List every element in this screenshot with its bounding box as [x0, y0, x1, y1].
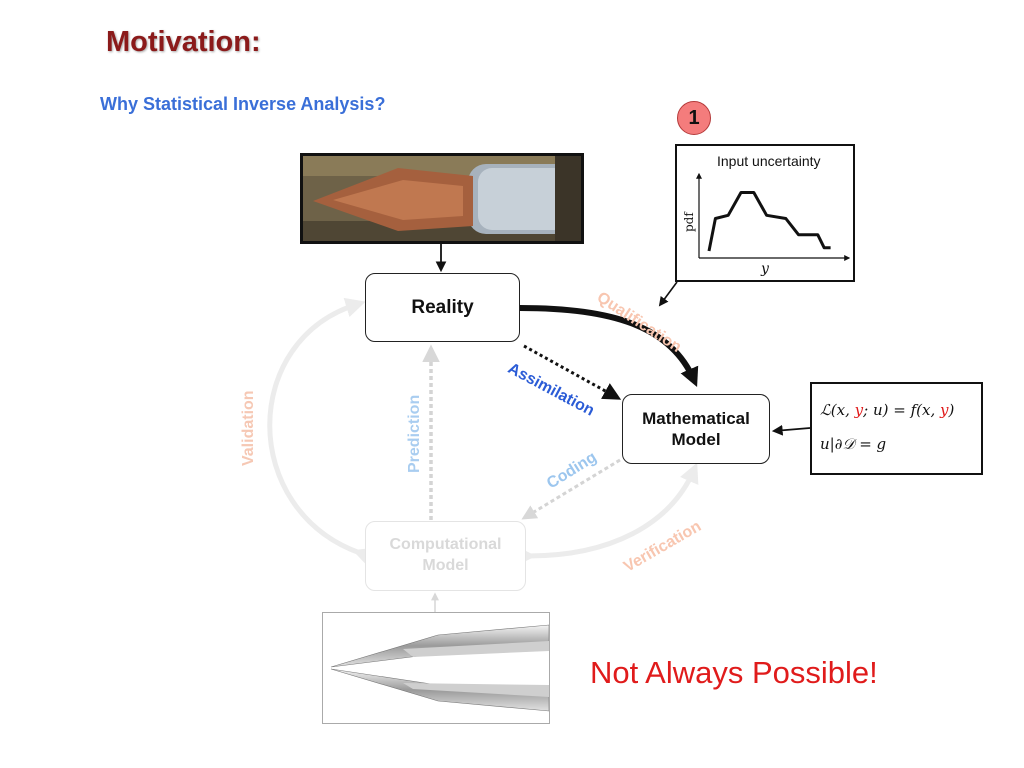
computational-model-node-label: Computational Model [389, 536, 502, 574]
arrow-validation [267, 297, 375, 567]
not-always-possible-callout: Not Always Possible! [590, 655, 878, 690]
mathematical-model-node: Mathematical Model [622, 394, 770, 464]
arrow-equation-to-math [771, 424, 811, 436]
reality-node: Reality [365, 273, 520, 342]
cfd-rendering [322, 612, 550, 724]
edge-label-validation: Validation [240, 390, 257, 466]
pdf-plot-x-label: y [760, 261, 770, 277]
edge-label-prediction: Prediction [406, 394, 423, 473]
equation-line-1-y2: y [939, 401, 949, 419]
input-uncertainty-title: Input uncertainty [717, 153, 821, 169]
equation-line-1-suffix: ) [948, 401, 955, 419]
pdf-curve [707, 191, 831, 252]
equation-line-1-prefix: ℒ(x, [820, 401, 855, 419]
reality-photo [300, 153, 584, 244]
cfd-rendering-image [330, 624, 549, 712]
equation-line-1-y: y [854, 401, 864, 419]
reality-node-label: Reality [411, 296, 474, 318]
computational-model-node: Computational Model [365, 521, 526, 591]
equation-line-1-mid: ; u) = f(x, [863, 401, 940, 419]
equation-line-1: ℒ(x, y; u) = f(x, y) [820, 401, 954, 419]
slide-subtitle: Why Statistical Inverse Analysis? [100, 94, 386, 114]
mathematical-model-node-label: Mathematical Model [642, 408, 750, 449]
equation-line-2: u|∂𝒟 = g [820, 435, 887, 453]
reality-photo-image [303, 156, 581, 241]
arrow-verification [515, 462, 699, 567]
slide-title: Motivation: [106, 26, 261, 58]
equation-panel: ℒ(x, y; u) = f(x, y) u|∂𝒟 = g [810, 382, 983, 475]
step-badge: 1 [677, 101, 711, 135]
input-uncertainty-panel: Input uncertainty pdf y [675, 144, 855, 282]
arrow-reality-to-math [519, 305, 699, 388]
arrow-qualification [658, 281, 678, 307]
pdf-plot-y-label: pdf [682, 211, 696, 232]
pdf-plot: pdf y [682, 172, 851, 277]
